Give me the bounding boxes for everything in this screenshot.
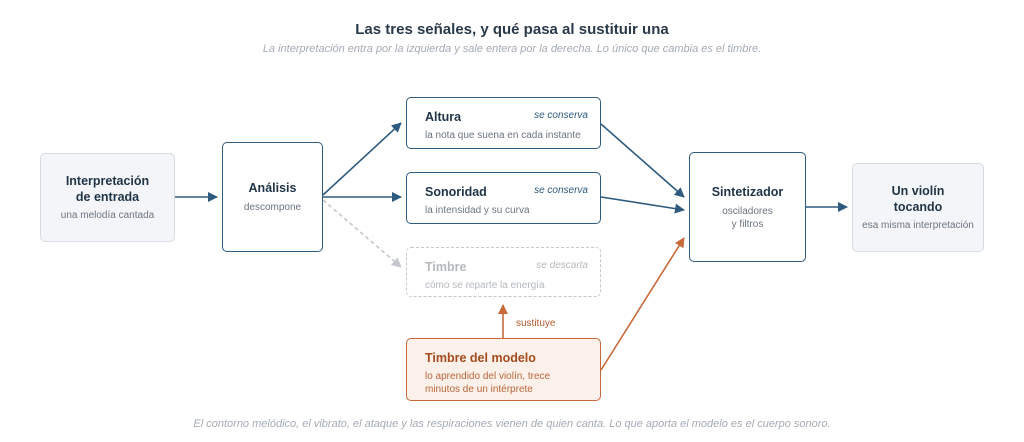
node-sonoridad: Sonoridad se conserva la intensidad y su… bbox=[406, 172, 601, 224]
node-sonoridad-title: Sonoridad bbox=[425, 185, 487, 199]
node-model-title: Timbre del modelo bbox=[425, 351, 536, 365]
node-sonoridad-tag: se conserva bbox=[534, 185, 588, 196]
node-input-title-line2: de entrada bbox=[75, 190, 140, 204]
diagram-title: Las tres señales, y qué pasa al sustitui… bbox=[355, 21, 669, 38]
node-input-interpretation: Interpretación de entrada una melodía ca… bbox=[40, 153, 175, 242]
node-timbre-tag: se descarta bbox=[536, 260, 588, 271]
node-altura-tag: se conserva bbox=[534, 110, 588, 121]
node-input-title: Interpretación bbox=[65, 174, 150, 188]
node-input-subtitle: una melodía cantada bbox=[60, 210, 155, 221]
node-synth-subtitle-line2: y filtros bbox=[731, 218, 764, 230]
arrow-altura-to-synth bbox=[600, 123, 685, 198]
node-output-violin: Un violín tocando esa misma interpretaci… bbox=[852, 163, 984, 252]
node-model-subtitle-line2: minutos de un intérprete bbox=[425, 384, 533, 395]
arrow-analysis-to-timbre bbox=[322, 199, 402, 268]
arrow-model-to-synth bbox=[600, 237, 685, 371]
node-analysis: Análisis descompone bbox=[222, 142, 323, 252]
arrow-sonoridad-to-synth bbox=[600, 196, 685, 214]
node-output-title: Un violín bbox=[891, 184, 945, 198]
node-timbre-discarded: Timbre se descarta cómo se reparte la en… bbox=[406, 247, 601, 297]
node-synth-subtitle: osciladores bbox=[722, 205, 773, 217]
node-analysis-title: Análisis bbox=[248, 181, 297, 195]
node-timbre-title: Timbre bbox=[425, 260, 467, 274]
node-synth-title: Sintetizador bbox=[711, 184, 784, 199]
diagram-footer: El contorno melódico, el vibrato, el ata… bbox=[193, 418, 831, 430]
node-altura-subtitle: la nota que suena en cada instante bbox=[425, 130, 581, 141]
node-model-subtitle: lo aprendido del violín, trece bbox=[425, 371, 551, 382]
arrow-analysis-to-altura bbox=[322, 122, 402, 196]
node-altura: Altura se conserva la nota que suena en … bbox=[406, 97, 601, 149]
node-altura-title: Altura bbox=[425, 110, 462, 124]
replace-label: sustituye bbox=[516, 318, 556, 329]
diagram-subtitle: La interpretación entra por la izquierda… bbox=[262, 43, 762, 55]
node-output-title-line2: tocando bbox=[893, 200, 943, 214]
node-sonoridad-subtitle: la intensidad y su curva bbox=[425, 205, 530, 216]
node-synthesizer: Sintetizador osciladores y filtros bbox=[689, 152, 806, 262]
node-model-timbre: Timbre del modelo lo aprendido del violí… bbox=[406, 338, 601, 401]
node-analysis-subtitle: descompone bbox=[243, 202, 302, 213]
node-output-subtitle: esa misma interpretación bbox=[862, 220, 974, 231]
node-timbre-subtitle: cómo se reparte la energía bbox=[425, 280, 545, 291]
